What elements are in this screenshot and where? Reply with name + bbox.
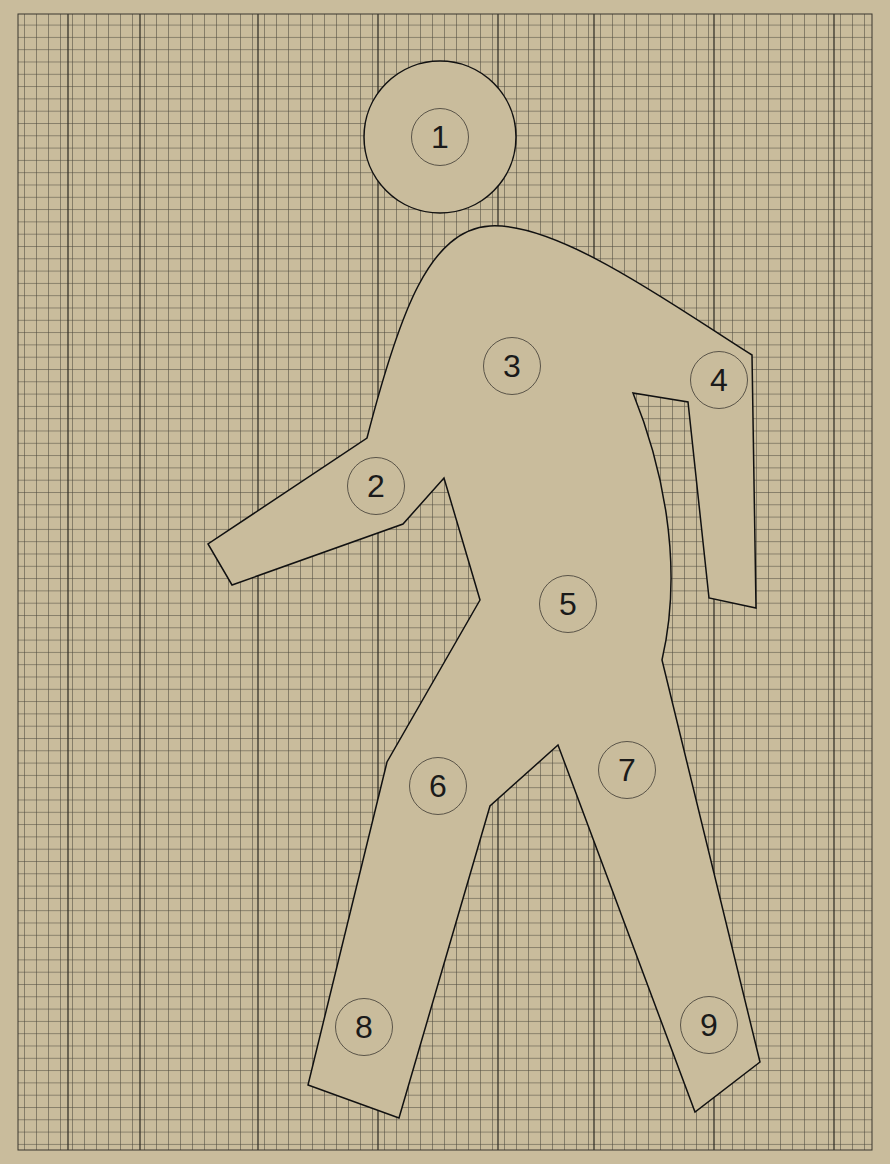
callout-circle: 2 [347,457,405,515]
callout-number: 5 [559,588,577,620]
callout-circle: 7 [598,741,656,799]
grid-major [68,14,834,1150]
grid [18,14,872,1150]
callout-number: 3 [503,350,521,382]
head-outline [364,61,516,213]
grid-border [18,14,872,1150]
callout-circle: 9 [680,996,738,1054]
body-outline [208,226,760,1118]
callout-number: 6 [429,770,447,802]
callout-circle: 3 [483,337,541,395]
callout-number: 9 [700,1009,718,1041]
callout-circle: 6 [409,757,467,815]
callout-number: 2 [367,470,385,502]
callout-number: 8 [355,1011,373,1043]
callout-number: 4 [710,364,728,396]
callout-number: 7 [618,754,636,786]
callout-circle: 4 [690,351,748,409]
callout-number: 1 [431,121,449,153]
callout-circle: 5 [539,575,597,633]
callout-circle: 1 [411,108,469,166]
callout-circle: 8 [335,998,393,1056]
